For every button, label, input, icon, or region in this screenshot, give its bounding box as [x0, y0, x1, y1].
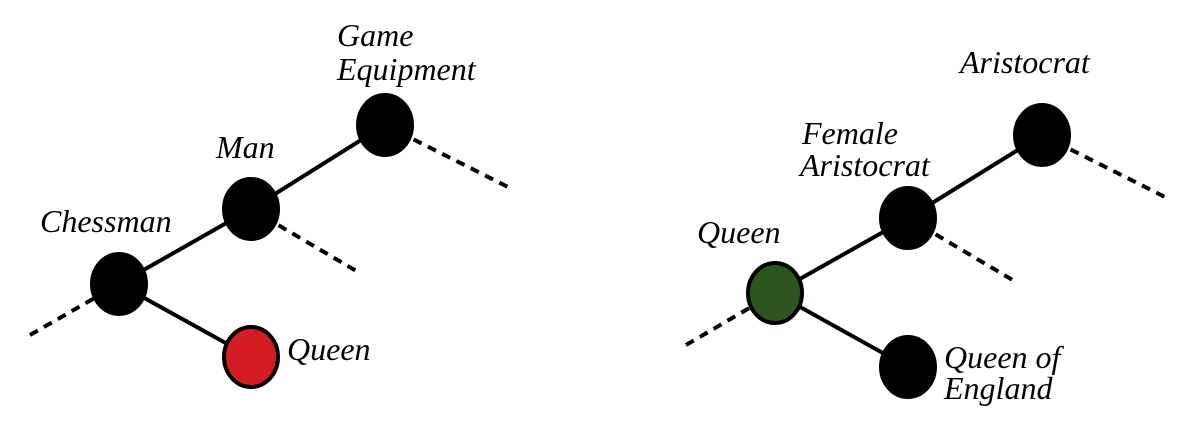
label-queen-of-england-line-1: Queen of [944, 339, 1065, 375]
label-aristocrat: Aristocrat [958, 44, 1091, 80]
label-game-equipment: Game Equipment [336, 17, 477, 87]
right-tree: Aristocrat Female Aristocrat Queen Queen… [684, 44, 1166, 406]
label-chessman-line-1: Chessman [40, 203, 172, 239]
node-queen-right [746, 261, 804, 325]
node-queen-left [222, 325, 280, 389]
node-chessman [90, 252, 148, 316]
label-queen-of-england-line-2: England [943, 370, 1053, 406]
node-game-equipment [356, 93, 414, 157]
label-female-aristocrat-line-2: Aristocrat [798, 147, 931, 183]
label-queen-left: Queen [287, 331, 371, 367]
label-female-aristocrat-line-1: Female [801, 115, 898, 151]
node-man [222, 177, 280, 241]
label-aristocrat-line-1: Aristocrat [958, 44, 1091, 80]
node-aristocrat [1013, 103, 1071, 167]
label-chessman: Chessman [40, 203, 172, 239]
label-queen-of-england: Queen of England [943, 339, 1068, 406]
label-female-aristocrat: Female Aristocrat [798, 115, 931, 183]
label-queen-left-line-1: Queen [287, 331, 371, 367]
label-man-line-1: Man [215, 129, 275, 165]
label-man: Man [215, 129, 275, 165]
node-female-aristocrat [879, 186, 937, 250]
label-game-equipment-line-1: Game [337, 17, 413, 53]
label-queen-right-line-1: Queen [697, 214, 781, 250]
node-queen-of-england [879, 335, 937, 399]
label-queen-right: Queen [697, 214, 781, 250]
label-game-equipment-line-2: Equipment [336, 51, 477, 87]
left-tree: Game Equipment Man Chessman Queen [29, 17, 511, 389]
